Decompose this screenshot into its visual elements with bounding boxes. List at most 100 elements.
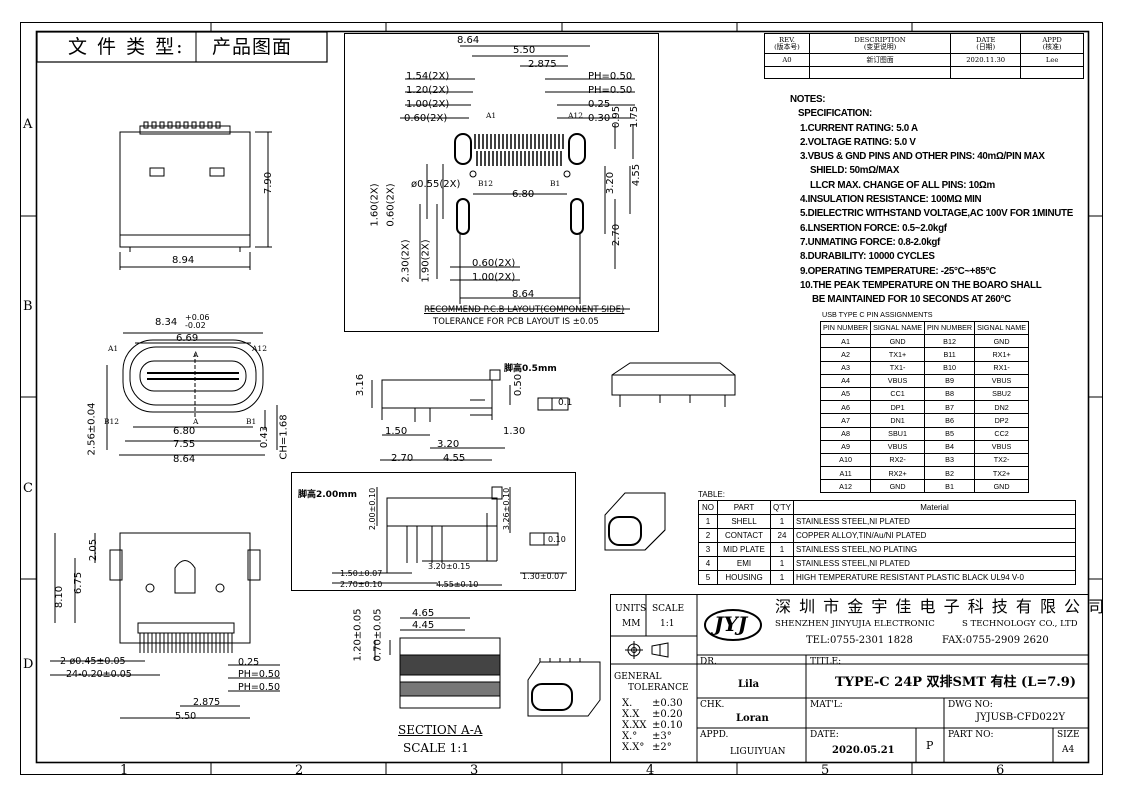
pcb-dim: 0.60(2X) xyxy=(472,258,516,269)
pcb-dim: 1.54(2X) xyxy=(406,71,450,82)
drawing-title: TYPE-C 24P 双排SMT 有柱 (L=7.9) xyxy=(835,675,1076,690)
front-pin-label: B1 xyxy=(246,417,257,426)
pcb-dim: 1.20(2X) xyxy=(406,85,450,96)
zone-row-a: A xyxy=(23,117,33,132)
section-mark: A xyxy=(193,417,199,426)
pcb-pin-label: B12 xyxy=(478,179,494,188)
top-view-drawing xyxy=(119,121,272,270)
pin-cell: B1 xyxy=(923,479,976,494)
pcb-dim: 0.60(2X) xyxy=(385,183,397,227)
side1-dim: 1.30 xyxy=(503,426,526,437)
front-pin-label: B12 xyxy=(104,417,120,426)
top-view-pins xyxy=(143,121,221,129)
tolerance-label: TOLERANCE xyxy=(628,683,689,693)
company-name-en-2: S TECHNOLOGY xyxy=(962,619,1036,629)
units-value: MM xyxy=(622,619,641,629)
note-item: 8.DURABILITY: 10000 CYCLES xyxy=(800,251,935,263)
pcb-dim: 1.00(2X) xyxy=(406,99,450,110)
pcb-pin-label: B1 xyxy=(550,179,561,188)
pcb-pin-label: A12 xyxy=(568,111,583,120)
section-scale: SCALE 1:1 xyxy=(403,741,469,755)
bottom-dim: 2.875 xyxy=(193,697,221,708)
parts-table-title: TABLE: xyxy=(698,490,725,499)
company-name-cn: 深 圳 市 金 宇 佳 电 子 科 技 有 限 公 司 xyxy=(775,597,1106,616)
zone-row-c: C xyxy=(23,481,33,496)
size-value: A4 xyxy=(1062,745,1075,755)
pcb-dim: 4.55 xyxy=(631,163,643,187)
note-item: 6.LNSERTION FORCE: 0.5~2.0kgf xyxy=(800,222,947,234)
appd-value: LIGUIYUAN xyxy=(730,747,786,757)
pcb-dim: 1.90(2X) xyxy=(420,239,432,283)
dwg-number: JYJUSB-CFD022Y xyxy=(976,712,1066,723)
pcb-dim: 0.60(2X) xyxy=(404,113,448,124)
front-pin-label: A12 xyxy=(252,344,267,353)
date-value: 2020.05.21 xyxy=(832,745,895,756)
front-dim: +0.06 xyxy=(185,313,210,322)
dim-top-width: 8.94 xyxy=(172,255,195,266)
iso-view-front-drawing xyxy=(604,492,666,551)
section-mark: A xyxy=(193,350,199,359)
pcb-dim: PH=0.50 xyxy=(588,71,633,82)
doc-type-value: 产品图面 xyxy=(212,36,293,58)
front-dim: -0.02 xyxy=(185,321,206,330)
company-logo-icon xyxy=(704,609,762,641)
company-fax: FAX:0755-2909 2620 xyxy=(942,635,1049,646)
part-cell: HIGH TEMPERATURE RESISTANT PLASTIC BLACK… xyxy=(793,570,1076,585)
iso-view-section-drawing xyxy=(527,658,601,717)
chk-value: Loran xyxy=(736,713,769,724)
pcb-dim: 2.30(2X) xyxy=(400,239,412,283)
pcb-dim: ø0.55(2X) xyxy=(411,179,461,190)
side2-dim: 3.26±0.10 xyxy=(502,487,512,531)
side2-dim: 2.70±0.10 xyxy=(340,580,383,589)
side1-dim: 3.16 xyxy=(355,373,367,397)
section-view-drawing xyxy=(374,617,501,709)
side2-dim: 1.30±0.07 xyxy=(522,572,565,581)
title-label: TITLE: xyxy=(810,657,842,667)
pcb-dim: 0.95 xyxy=(611,105,623,129)
side2-dim: 1.50±0.07 xyxy=(340,569,383,578)
side-view-1-drawing xyxy=(371,369,569,461)
bottom-dim: 24-0.20±0.05 xyxy=(66,669,132,680)
front-pin-label: A1 xyxy=(108,344,119,353)
note-item: 7.UNMATING FORCE: 0.8-2.0kgf xyxy=(800,236,941,248)
bottom-view-pins xyxy=(139,633,233,653)
iso-view-side-drawing xyxy=(611,362,736,407)
pin-assignment-table: PIN NUMBER SIGNAL NAME PIN NUMBER SIGNAL… xyxy=(819,320,1029,494)
pcb-dim: 0.30 xyxy=(588,113,611,124)
pcb-pad-row-bottom xyxy=(476,151,562,166)
pcb-dim: PH=0.50 xyxy=(588,85,633,96)
note-item: 1.CURRENT RATING: 5.0 A xyxy=(800,122,918,134)
front-dim: 6.80 xyxy=(173,426,196,437)
side1-dim: 1.50 xyxy=(385,426,408,437)
pin-cell: GND xyxy=(870,479,925,494)
note-item: 4.INSULATION RESISTANCE: 100MΩ MIN xyxy=(800,194,982,206)
pcb-dim: 0.25 xyxy=(588,99,611,110)
note-item: SHIELD: 50mΩ/MAX xyxy=(810,165,900,177)
scale-label: SCALE xyxy=(652,604,685,614)
bottom-dim: 2-ø0.45±0.05 xyxy=(60,656,126,667)
note-item: BE MAINTAINED FOR 10 SECONDS AT 260°C xyxy=(812,294,1011,306)
zone-col-5: 5 xyxy=(821,763,830,778)
pcb-dim: 6.80 xyxy=(512,189,535,200)
scale-value: 1:1 xyxy=(660,619,675,629)
zone-col-3: 3 xyxy=(470,763,479,778)
part-no-label: PART NO: xyxy=(948,730,994,740)
front-dim: 0.43 xyxy=(259,425,271,449)
bottom-view-drawing xyxy=(50,532,280,719)
side2-dim: 0.10 xyxy=(548,535,566,544)
pcb-tolerance: TOLERANCE FOR PCB LAYOUT IS ±0.05 xyxy=(433,317,599,327)
front-dim: 6.69 xyxy=(176,333,199,344)
pcb-dim: 1.75 xyxy=(629,105,641,129)
pcb-caption: RECOMMEND P.C.B LAYOUT(COMPONENT SIDE) xyxy=(424,305,625,315)
notes-block: NOTES: SPECIFICATION: 1.CURRENT RATING: … xyxy=(790,93,1073,307)
dr-label: DR. xyxy=(700,657,717,667)
